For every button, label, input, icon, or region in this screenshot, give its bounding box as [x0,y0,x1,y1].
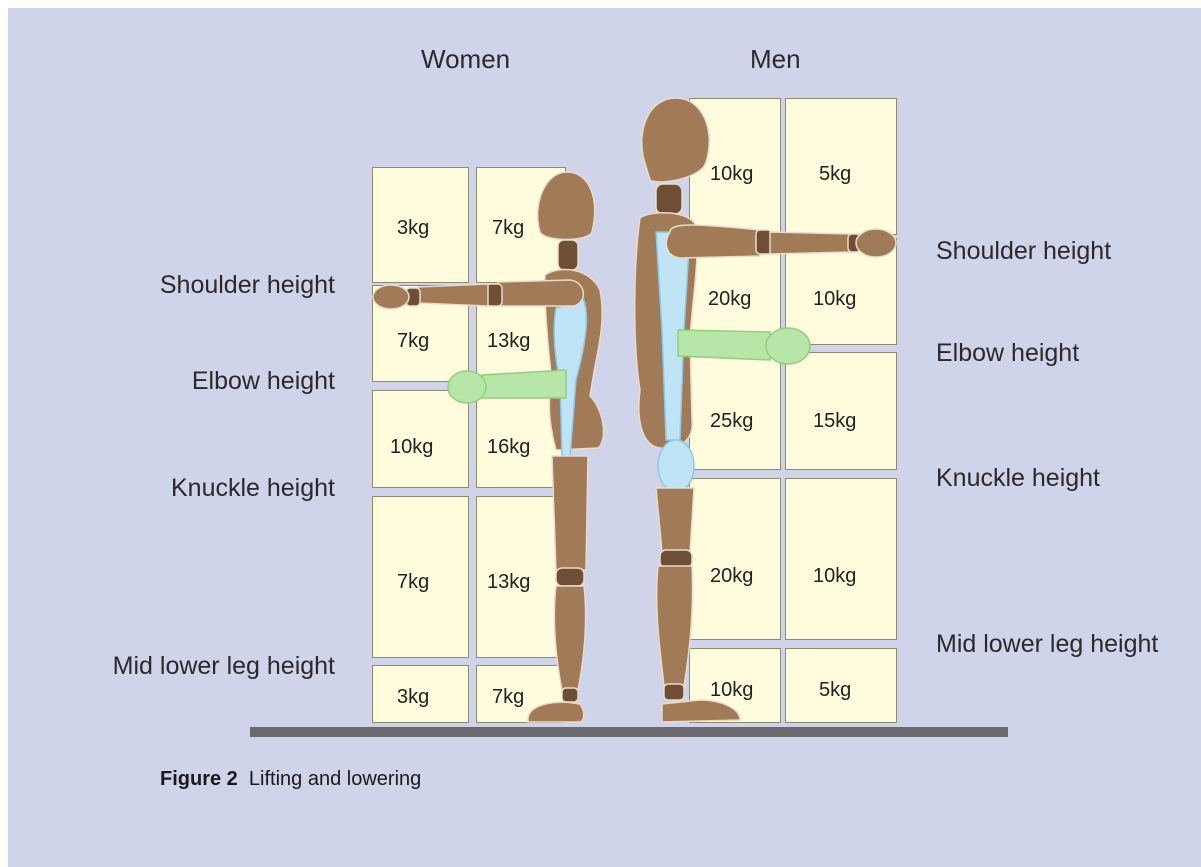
box-label: 10kg [710,163,753,186]
women-title: Women [421,44,510,75]
women-box-leg-right: 13kg [476,496,566,658]
women-shoulder-height-label: Shoulder height [160,271,335,300]
box-label: 7kg [492,217,524,240]
men-box-knuckle-left: 25kg [689,352,781,470]
box-label: 20kg [710,565,753,588]
men-box-leg-left: 20kg [689,478,781,640]
men-box-elbow-right: 10kg [785,238,897,345]
box-label: 10kg [710,679,753,702]
women-box-knuckle-right: 16kg [476,390,566,488]
women-box-shoulder-right: 7kg [476,167,566,283]
box-label: 25kg [710,410,753,433]
figure-caption: Figure 2 Lifting and lowering [160,768,421,791]
box-label: 15kg [813,410,856,433]
men-box-knuckle-right: 15kg [785,352,897,470]
box-label: 10kg [813,288,856,311]
women-knuckle-height-label: Knuckle height [171,474,335,503]
box-label: 3kg [397,217,429,240]
box-label: 16kg [487,436,530,459]
women-box-knuckle-left: 10kg [372,390,469,488]
box-label: 7kg [397,571,429,594]
men-box-floor-right: 5kg [785,648,897,723]
women-mid-lower-leg-height-label: Mid lower leg height [113,652,335,681]
women-box-elbow-left: 7kg [372,285,469,382]
women-box-floor-right: 7kg [476,665,566,723]
men-box-shoulder-right: 5kg [785,98,897,235]
box-label: 7kg [492,686,524,709]
men-box-floor-left: 10kg [689,648,781,723]
men-title: Men [750,44,801,75]
figure-number: Figure 2 [160,768,238,790]
men-mid-lower-leg-height-label: Mid lower leg height [936,630,1158,659]
box-label: 10kg [813,565,856,588]
men-elbow-height-label: Elbow height [936,339,1079,368]
floor-line [250,727,1008,737]
men-shoulder-height-label: Shoulder height [936,237,1111,266]
box-label: 5kg [819,163,851,186]
women-box-elbow-right: 13kg [476,285,566,382]
figure-panel [8,8,1201,867]
women-box-shoulder-left: 3kg [372,167,469,283]
women-box-floor-left: 3kg [372,665,469,723]
box-label: 13kg [487,571,530,594]
men-knuckle-height-label: Knuckle height [936,464,1100,493]
box-label: 7kg [397,330,429,353]
men-box-elbow-left: 20kg [689,238,781,345]
box-label: 10kg [390,436,433,459]
men-box-leg-right: 10kg [785,478,897,640]
women-box-leg-left: 7kg [372,496,469,658]
figure-caption-text: Lifting and lowering [249,768,421,790]
women-elbow-height-label: Elbow height [192,367,335,396]
box-label: 13kg [487,330,530,353]
box-label: 5kg [819,679,851,702]
box-label: 3kg [397,686,429,709]
box-label: 20kg [708,288,751,311]
men-box-shoulder-left: 10kg [689,98,781,235]
